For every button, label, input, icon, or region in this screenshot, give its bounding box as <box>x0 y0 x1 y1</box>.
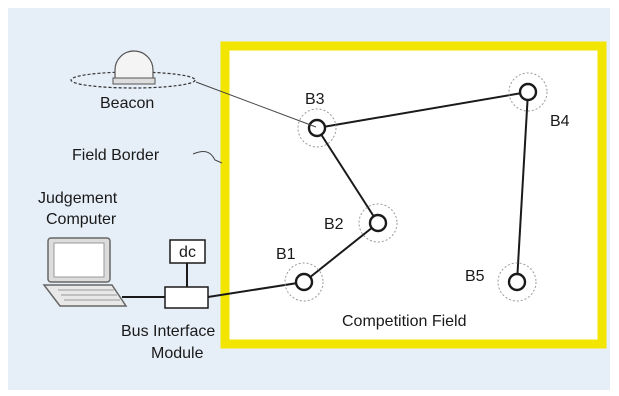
beacon-node-b3 <box>297 108 337 148</box>
laptop-icon <box>42 237 128 307</box>
beacon-node-b5 <box>497 262 537 302</box>
beacon-label-b3: B3 <box>305 91 325 108</box>
beacon-label-b4: B4 <box>550 113 570 130</box>
beacon-label-b1: B1 <box>276 246 296 263</box>
bus-interface-label-line2: Module <box>151 345 204 362</box>
beacon-label-b2: B2 <box>324 216 344 233</box>
wire-b4-b5 <box>516 91 529 283</box>
bus-interface-label-line1: Bus Interface <box>121 323 215 340</box>
beacon-node-b4 <box>508 72 548 112</box>
wire-b1-b2 <box>303 222 379 283</box>
dc-label: dc <box>179 244 196 261</box>
field-border-pointer <box>192 151 223 164</box>
beacon-label-b5: B5 <box>465 268 485 285</box>
judgement-computer-label-line2: Computer <box>46 211 117 228</box>
bus-interface-module-box <box>164 286 209 309</box>
beacon-pointer-line <box>195 81 317 128</box>
beacon-label: Beacon <box>100 95 154 112</box>
beacon-illustration <box>70 50 196 89</box>
beacon-node-b2 <box>358 203 398 243</box>
judgement-computer-label-line1: Judgement <box>38 190 118 207</box>
competition-field-label: Competition Field <box>342 313 467 330</box>
field-border <box>220 41 607 349</box>
beacon-node-b1 <box>284 262 324 302</box>
dc-power-box <box>169 239 206 264</box>
wire-b3-b4 <box>316 91 529 129</box>
wire-bim-b1 <box>207 281 305 298</box>
wire-b2-b3 <box>316 127 379 224</box>
bus-wiring <box>122 91 529 298</box>
field-border-label: Field Border <box>72 147 160 164</box>
